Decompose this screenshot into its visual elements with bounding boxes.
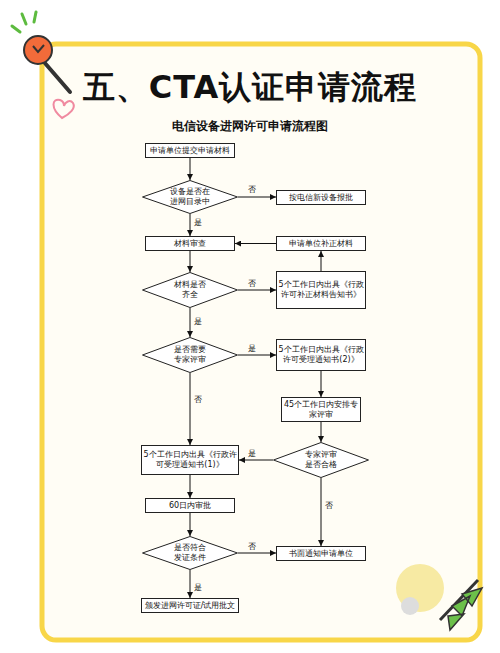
process-box: 45个工作日内安排专家评审 [281,397,361,422]
process-box: 按电信新设备报批 [276,190,366,205]
edge-label: 否 [325,502,333,510]
process-box: 书面通知申请单位 [276,546,366,561]
flow-arrow [190,513,191,536]
box-text: 5个工作日内出具《行政许可受理通知书(1)》 [143,450,237,469]
process-box: 材料审查 [145,236,235,251]
box-text: 5个工作日内出具《行政许可补正材料告知书》 [278,280,364,299]
box-text: 申请单位提交申请材料 [147,146,233,156]
process-box: 颁发进网许可证/试用批文 [141,598,239,613]
pin-head [24,36,52,64]
box-text: 申请单位补正材料 [278,239,364,249]
gray-ball [401,597,419,615]
edge-label: 是 [248,345,256,353]
box-text: 45个工作日内安排专家评审 [283,400,359,419]
flow-arrow [190,308,191,337]
edge-label: 是 [194,584,202,592]
heart [54,100,74,118]
diamond-shape [143,273,238,308]
frame [42,44,480,640]
process-box: 申请单位提交申请材料 [145,143,235,158]
flow-arrow [190,570,191,598]
decision-diamond: 是否需要专家评审 [142,337,238,373]
process-box: 60日内审批 [145,498,235,513]
flow-arrow [321,371,322,397]
flow-arrow [238,553,276,554]
flow-arrow [238,355,276,356]
decision-text: 是否需要专家评审 [172,345,208,364]
diamond-shape [143,537,238,570]
decision-text: 设备是否在进网目录中 [168,187,212,206]
box-text: 颁发进网许可证/试用批文 [143,601,237,611]
leaf [448,588,482,630]
flow-arrow [238,290,276,291]
flow-arrow [190,475,191,498]
box-text: 5个工作日内出具《行政许可受理通知书(2)》 [278,345,364,364]
flow-arrow [190,214,191,236]
edge-label: 是 [248,450,256,458]
decision-diamond: 是否符合发证条件 [142,536,238,570]
flow-arrow [190,158,191,180]
process-box: 5个工作日内出具《行政许可受理通知书(2)》 [276,339,366,371]
edge-label: 是 [194,219,202,227]
flow-arrow [235,243,276,244]
diamond-shape [143,181,238,214]
box-text: 书面通知申请单位 [278,549,364,559]
flow-arrow [190,373,191,445]
edge-label: 否 [248,280,256,288]
decision-diamond: 材料是否齐全 [142,272,238,308]
process-box: 申请单位补正材料 [276,236,366,251]
edge-label: 是 [194,318,202,326]
diamond-shape [143,338,238,373]
flow-arrow [239,460,273,461]
process-box: 5个工作日内出具《行政许可受理通知书(1)》 [141,445,239,475]
diamond-shape [274,443,369,478]
flow-arrow [321,478,322,546]
pin-needle [44,62,70,92]
decision-diamond: 设备是否在进网目录中 [142,180,238,214]
edge-label: 否 [248,186,256,194]
sparkle [12,12,36,32]
decision-text: 是否符合发证条件 [172,543,208,562]
box-text: 60日内审批 [147,501,233,511]
flow-arrow [190,251,191,272]
decision-text: 材料是否齐全 [172,280,208,299]
flow-arrow [321,422,322,442]
box-text: 材料审查 [147,239,233,249]
flow-arrow [321,251,322,271]
flow-arrow [238,197,276,198]
page-title: 五、CTA认证申请流程 [0,66,500,110]
edge-label: 否 [248,543,256,551]
pin-mark [33,45,44,52]
decision-diamond: 专家评审是否合格 [273,442,369,478]
process-box: 5个工作日内出具《行政许可补正材料告知书》 [276,271,366,309]
edge-label: 否 [194,396,202,404]
decision-text: 专家评审是否合格 [303,450,339,469]
diagram-heading: 电信设备进网许可申请流程图 [0,118,500,135]
box-text: 按电信新设备报批 [278,193,364,203]
